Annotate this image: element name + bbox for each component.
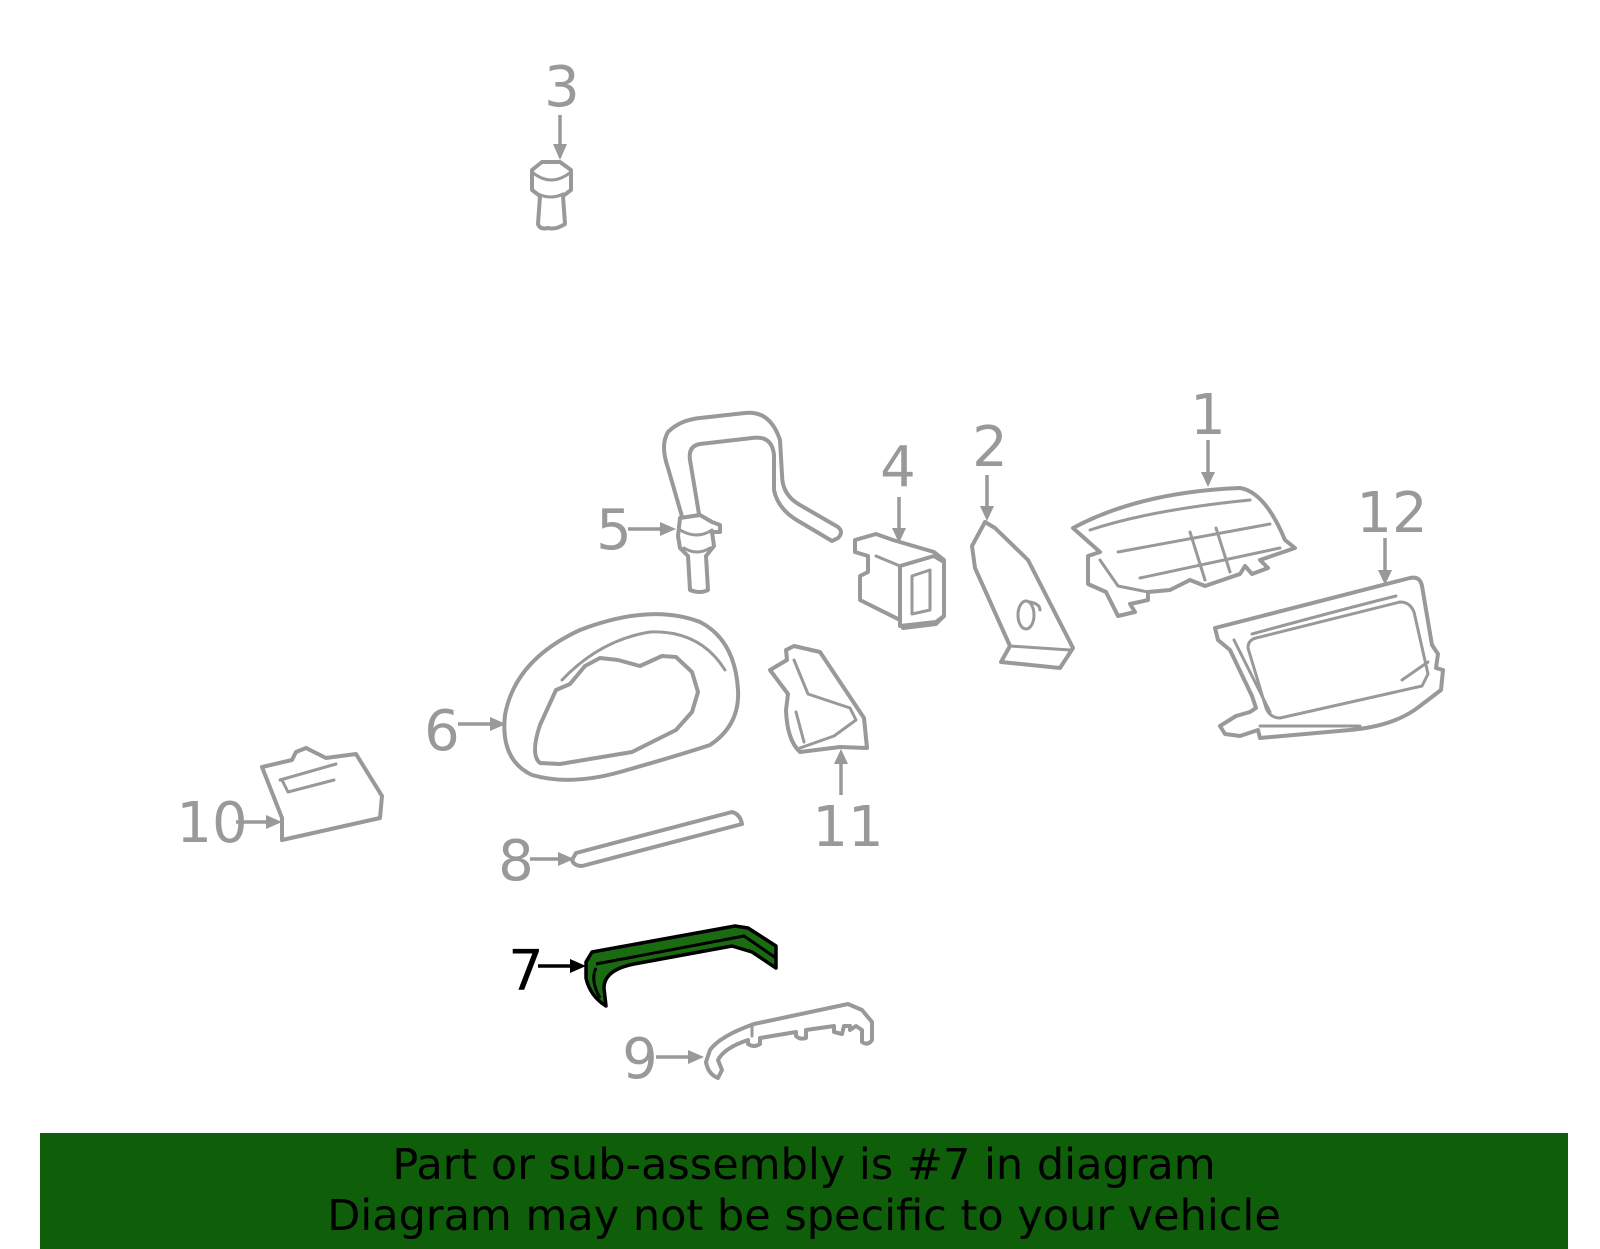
callout-1: 1 <box>1190 383 1226 448</box>
part-10-duct[interactable] <box>260 746 384 842</box>
callout-4: 4 <box>880 435 916 500</box>
part-6-cluster-hood[interactable] <box>502 612 741 782</box>
callout-2: 2 <box>972 415 1008 480</box>
callout-9: 9 <box>622 1027 658 1092</box>
callout-10: 10 <box>176 791 247 856</box>
part-7-trim-highlighted[interactable] <box>584 924 778 1008</box>
callout-8: 8 <box>498 829 534 894</box>
banner-line-2: Diagram may not be specific to your vehi… <box>327 1191 1281 1241</box>
callout-11: 11 <box>812 795 883 860</box>
callout-5: 5 <box>596 498 632 563</box>
callout-arrows <box>236 115 1392 1064</box>
part-1-switch-panel[interactable] <box>1071 486 1297 618</box>
callout-3: 3 <box>544 55 580 120</box>
part-2-trim[interactable] <box>970 520 1075 670</box>
part-7-body <box>584 924 778 1008</box>
part-9-bracket[interactable] <box>704 1002 874 1080</box>
part-11-bracket[interactable] <box>768 644 869 754</box>
part-12-bezel[interactable] <box>1213 575 1445 740</box>
part-3-clip[interactable] <box>530 160 573 231</box>
part-4-switch[interactable] <box>853 532 946 630</box>
callout-6: 6 <box>424 699 460 764</box>
info-banner: Part or sub-assembly is #7 in diagram Di… <box>40 1133 1568 1249</box>
part-5-hose[interactable] <box>662 410 843 594</box>
callout-12: 12 <box>1356 481 1427 546</box>
banner-line-1: Part or sub-assembly is #7 in diagram <box>392 1140 1216 1190</box>
callout-7-highlighted: 7 <box>508 939 544 1004</box>
part-8-strip[interactable] <box>570 810 744 868</box>
